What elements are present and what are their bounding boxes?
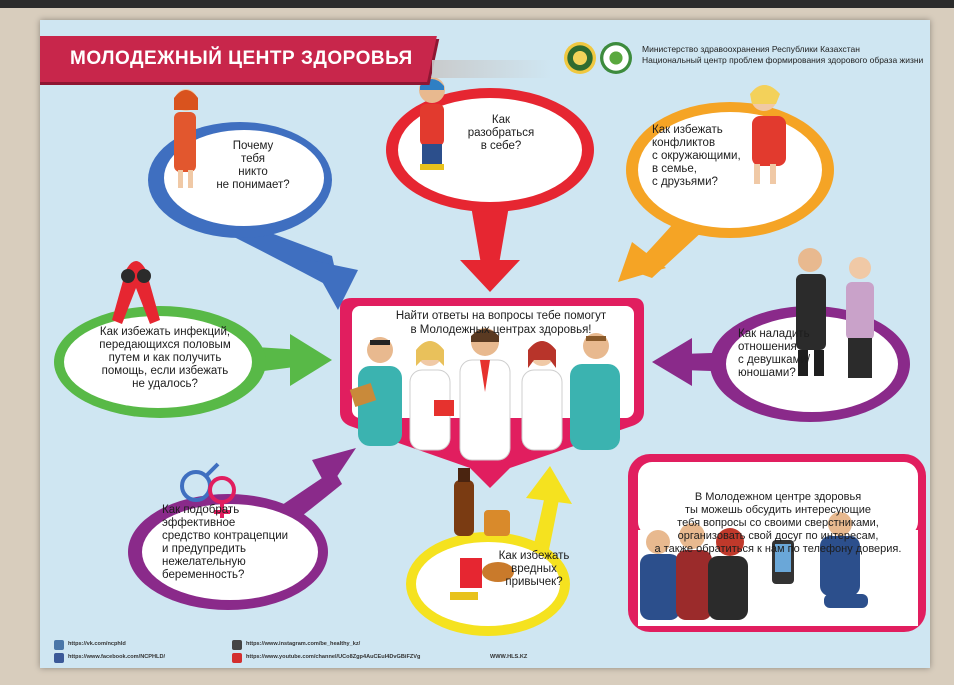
top-frame-bar [0,0,954,8]
page-title: МОЛОДЕЖНЫЙ ЦЕНТР ЗДОРОВЬЯ [70,48,413,69]
purple-right-bubble-text: Как наладить отношения с девушками/ юнош… [738,328,811,379]
ministry-line-2: Национальный центр проблем формирования … [642,55,924,65]
center-message: Найти ответы на вопросы тебе помогут в М… [395,310,607,336]
teens-illustration [640,512,868,620]
red-bubble-text: Как разобраться в себе? [467,114,535,152]
site-link[interactable]: WWW.HLS.KZ [490,654,528,660]
poster-graphics [54,77,926,663]
poster: МОЛОДЕЖНЫЙ ЦЕНТР ЗДОРОВЬЯ Министерство з… [40,20,930,668]
handshake-illustration [796,248,874,378]
healthy-lifestyle-logo-icon [600,42,632,74]
blue-bubble [148,122,358,310]
facebook-link[interactable]: https://www.facebook.com/NCPHLD/ [68,654,166,660]
yellow-bubble-text: Как избежать вредных привычек? [498,550,570,588]
vk-link[interactable]: https://vk.com/ncphld [68,641,126,647]
junk-food-illustration [450,468,514,600]
info-box-text: В Молодежном центре здоровья ты можешь о… [654,491,902,555]
sad-girl-illustration [174,89,198,188]
footer-icons [54,640,242,663]
ministry-caption: Министерство здравоохранения Республики … [642,44,923,66]
ministry-line-1: Министерство здравоохранения Республики … [642,44,860,54]
ribbon-icon [112,261,160,324]
orange-bubble-text: Как избежать конфликтов с окружающими, в… [652,124,741,188]
angry-woman-illustration [750,85,786,184]
green-bubble [54,306,332,418]
purple-left-bubble [128,448,356,610]
banner-shade [432,60,552,78]
youtube-link[interactable]: https://www.youtube.com/channel/UCo8Zgp4… [246,654,421,660]
green-bubble-text: Как избежать инфекций, передающихся поло… [99,326,231,390]
thinking-boy-illustration [419,77,445,170]
blue-bubble-text: Почему тебя никто не понимает? [216,140,290,191]
yellow-bubble [406,466,572,636]
kazakhstan-emblem-icon [564,42,596,74]
gender-symbols-icon [180,462,236,518]
purple-left-bubble-text: Как подобрать эффективное средство контр… [162,504,289,581]
doctors-illustration [349,328,620,461]
instagram-link[interactable]: https://www.instagram.com/be_healthy_kz/ [246,641,361,647]
